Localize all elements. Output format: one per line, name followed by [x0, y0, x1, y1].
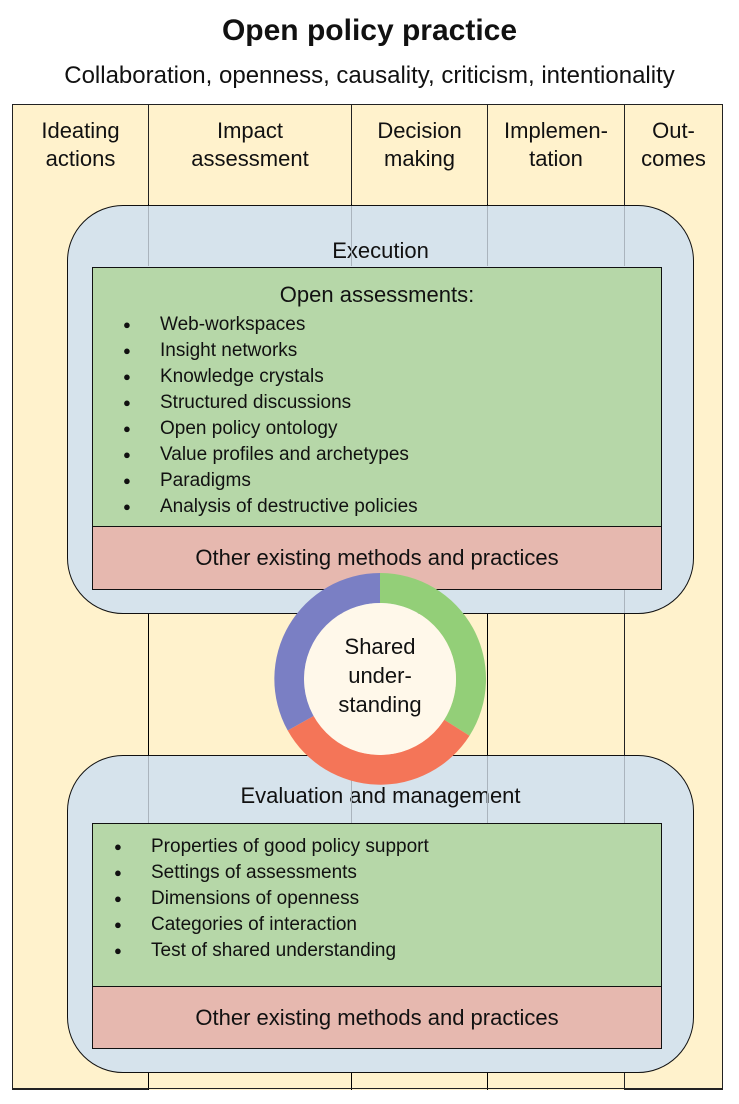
- list-item: Analysis of destructive policies: [93, 494, 418, 520]
- column-impact-assessment: Impact assessment: [148, 104, 352, 205]
- column-divider: [148, 204, 149, 1090]
- open-assessments-list: Web-workspaces Insight networks Knowledg…: [93, 312, 418, 520]
- list-item: Properties of good policy support: [93, 834, 429, 860]
- evaluation-column-divider: [351, 756, 352, 823]
- column-divider: [487, 204, 488, 1090]
- column-label-ideating-actions: Ideating actions: [41, 118, 120, 171]
- list-item: Open policy ontology: [93, 416, 418, 442]
- shared-understanding-ring: [274, 573, 487, 785]
- execution-column-divider: [148, 206, 149, 266]
- list-item: Test of shared understanding: [93, 938, 429, 964]
- list-item: Settings of assessments: [93, 860, 429, 886]
- column-label-implementation: Implemen- tation: [504, 118, 608, 171]
- list-item: Value profiles and archetypes: [93, 442, 418, 468]
- list-item: Structured discussions: [93, 390, 418, 416]
- evaluation-column-divider: [487, 756, 488, 823]
- list-item: Knowledge crystals: [93, 364, 418, 390]
- column-implementation: Implemen- tation: [487, 104, 625, 205]
- evaluation-other-methods: Other existing methods and practices: [92, 986, 662, 1049]
- evaluation-column-divider: [624, 756, 625, 823]
- open-assessments-box: Open assessments: Web-workspaces Insight…: [92, 267, 662, 527]
- diagram-title: Open policy practice: [221, 14, 518, 47]
- evaluation-list: Properties of good policy support Settin…: [93, 834, 429, 964]
- column-label-decision-making: Decision making: [377, 118, 462, 171]
- execution-title: Execution: [332, 238, 429, 263]
- ring-center: [304, 603, 456, 755]
- list-item: Categories of interaction: [93, 912, 429, 938]
- list-item: Web-workspaces: [93, 312, 418, 338]
- list-item: Dimensions of openness: [93, 886, 429, 912]
- list-item: Insight networks: [93, 338, 418, 364]
- execution-column-divider: [624, 206, 625, 266]
- list-item: Paradigms: [93, 468, 418, 494]
- evaluation-box: Properties of good policy support Settin…: [92, 823, 662, 987]
- open-assessments-title: Open assessments:: [279, 282, 475, 307]
- execution-column-divider: [624, 590, 625, 613]
- column-label-impact-assessment: Impact assessment: [191, 118, 309, 171]
- execution-column-divider: [351, 206, 352, 266]
- column-decision-making: Decision making: [351, 104, 488, 205]
- evaluation-title: Evaluation and management: [240, 783, 521, 808]
- execution-column-divider: [487, 206, 488, 266]
- ring-segment-blue: [274, 573, 380, 731]
- column-label-outcomes: Out- comes: [641, 118, 706, 171]
- columns-bottom-border: [12, 1088, 723, 1089]
- ring-segment-green: [380, 573, 487, 736]
- diagram-subtitle: Collaboration, openness, causality, crit…: [64, 62, 675, 89]
- shared-understanding-label: Shared under- standing: [338, 634, 422, 717]
- evaluation-column-divider: [148, 756, 149, 823]
- ring-segment-red: [287, 715, 470, 785]
